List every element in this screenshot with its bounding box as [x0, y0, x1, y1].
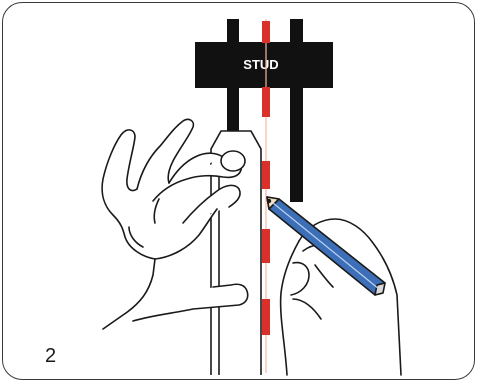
left-hand-icon: [101, 118, 249, 330]
right-hand-icon: [279, 218, 402, 376]
step-number: 2: [45, 345, 57, 367]
stud-label: STUD: [243, 57, 278, 72]
center-line-icon: [262, 19, 277, 373]
pencil-icon: [266, 196, 386, 296]
stud-icon: STUD: [195, 19, 333, 202]
illustration-frame: STUD: [2, 2, 475, 380]
stud-marking-illustration: STUD: [101, 19, 402, 376]
